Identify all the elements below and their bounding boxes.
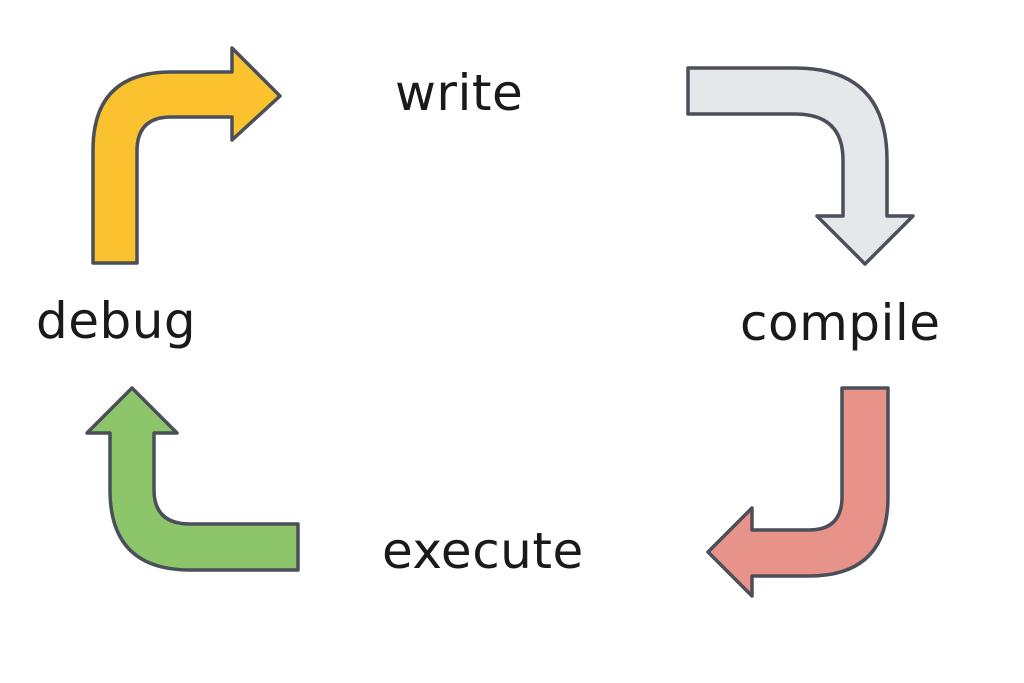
step-label-write: write bbox=[395, 64, 524, 122]
arrow-write-to-compile bbox=[686, 66, 915, 266]
step-label-compile: compile bbox=[740, 294, 941, 352]
arrow-execute-to-debug bbox=[85, 386, 300, 572]
step-label-debug: debug bbox=[36, 292, 197, 350]
step-label-execute: execute bbox=[382, 522, 584, 580]
arrow-compile-to-execute bbox=[706, 386, 890, 598]
arrow-debug-to-write bbox=[91, 46, 282, 265]
